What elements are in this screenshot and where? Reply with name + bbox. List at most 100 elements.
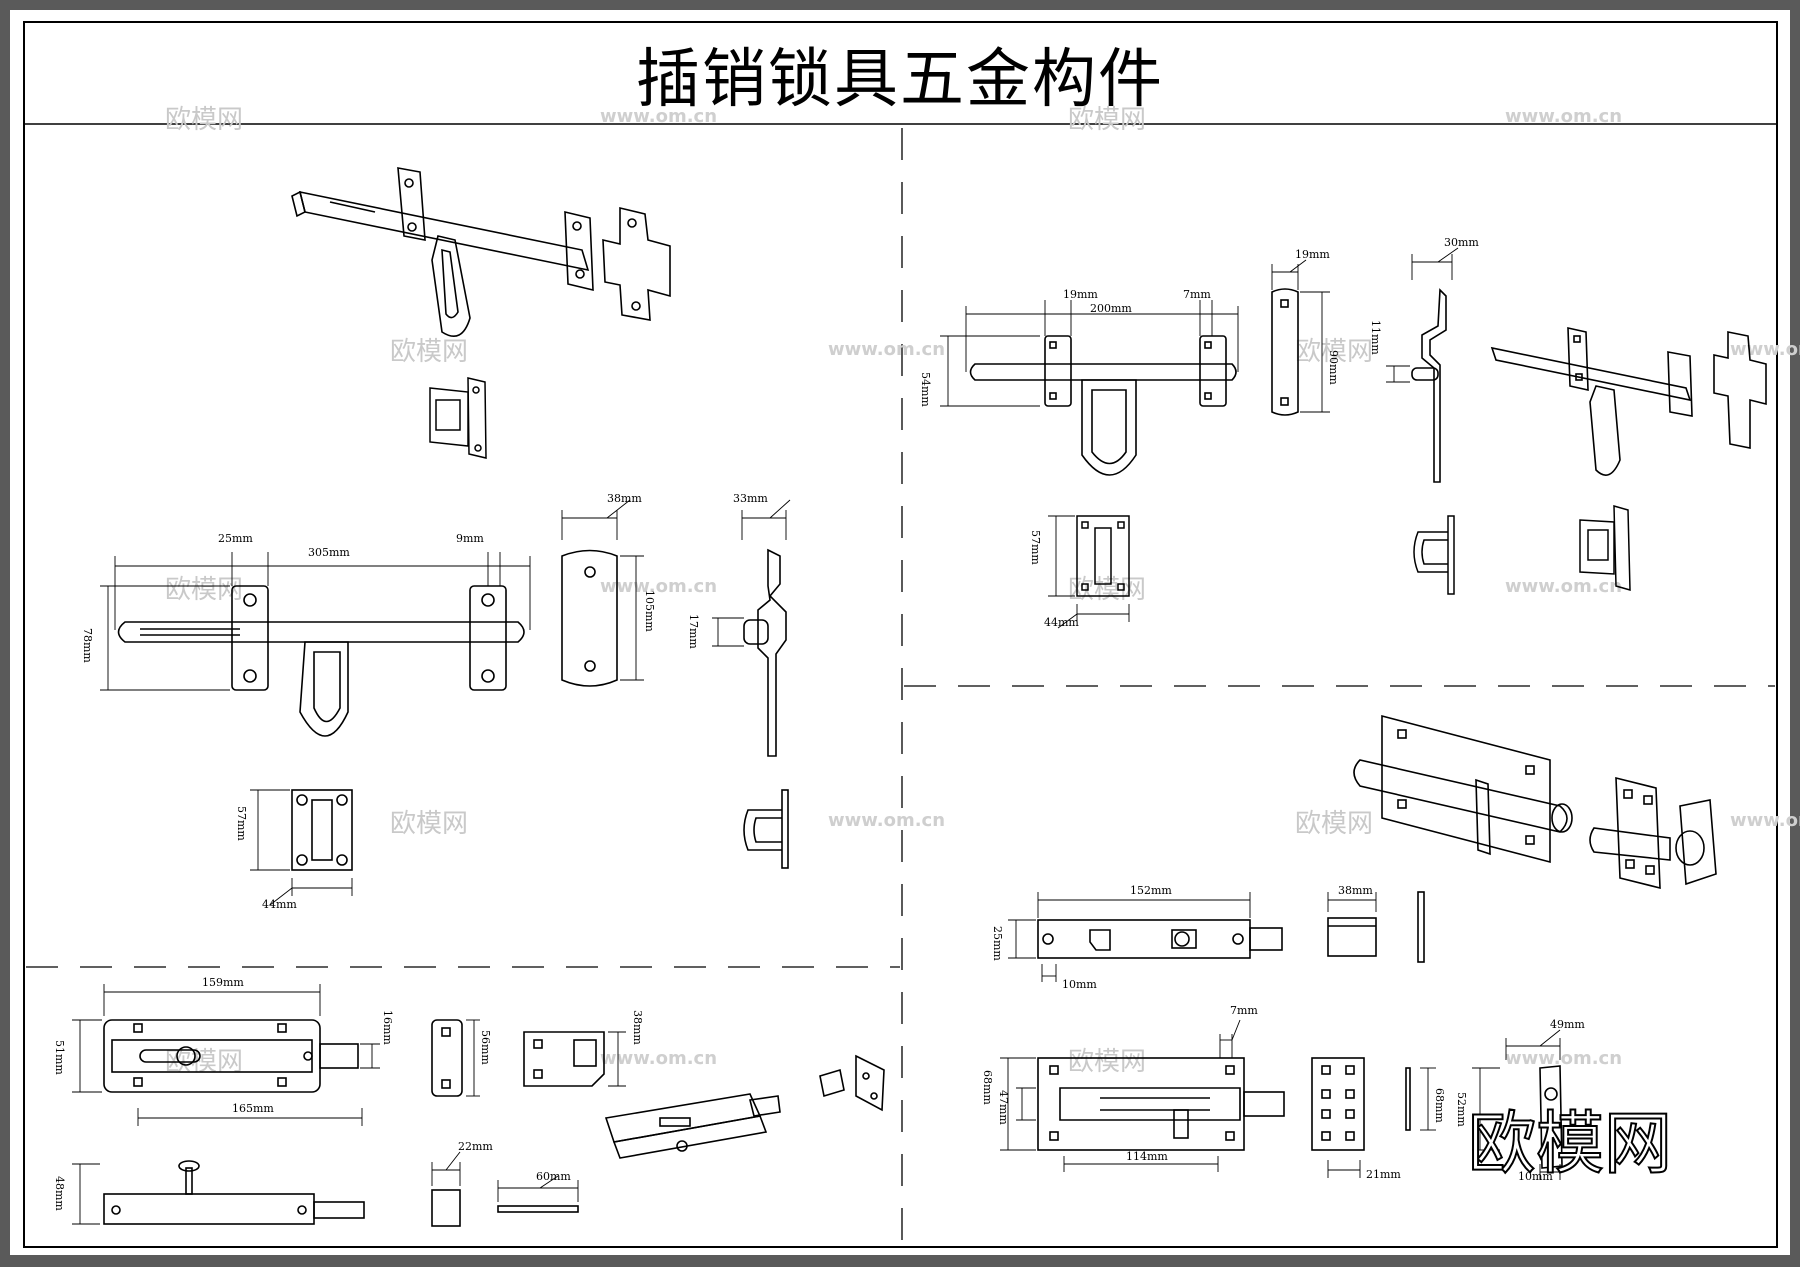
dim-tr-54: 54mm [919,372,932,407]
tl-keeper-dims [250,789,353,906]
tr-front-latch [969,335,1237,476]
svg-text:www.om.cn: www.om.cn [828,810,945,831]
dim-tl-105: 105mm [643,590,656,632]
dim-tl-38: 38mm [607,492,642,505]
dim-tr-30: 30mm [1444,236,1479,249]
tr-plate [1271,288,1299,416]
dim-tl-57: 57mm [235,806,248,841]
svg-text:欧模网: 欧模网 [390,809,468,839]
inner-border [23,21,1778,1248]
bl-small-block [431,1189,579,1227]
dim-tl-33: 33mm [733,492,768,505]
svg-text:欧模网: 欧模网 [1295,809,1373,839]
bl-bolt-front [103,1019,359,1093]
dim-bl-159: 159mm [202,976,244,989]
tl-keeper-side [743,789,789,869]
svg-text:www.om.cn: www.om.cn [828,339,945,360]
section-dividers [26,128,1775,1245]
dim-tr-19b: 19mm [1295,248,1330,261]
svg-text:欧模网: 欧模网 [1068,105,1146,135]
dim-bl-60: 60mm [536,1170,571,1183]
dim-br-7: 7mm [1230,1004,1258,1017]
bl-bolt-side [103,1160,365,1225]
dim-tl-78: 78mm [81,628,94,663]
dim-tr-200: 200mm [1090,302,1132,315]
tr-side-profile [1411,288,1447,483]
bl-iso-bolt [604,1054,885,1159]
dim-tl-44: 44mm [262,898,297,911]
svg-text:www.om.cn: www.om.cn [600,106,717,127]
dim-tr-90: 90mm [1327,350,1340,385]
tr-front-dims [940,300,1239,407]
br-bracket-dims [1472,1029,1561,1180]
br-angle-bracket [1539,1065,1563,1169]
dim-bl-51: 51mm [53,1040,66,1075]
dim-bl-38: 38mm [631,1010,644,1045]
tl-side-dims [712,499,791,647]
tr-plate-dims [1271,259,1330,413]
dim-br-114: 114mm [1126,1150,1168,1163]
dim-br-21: 21mm [1366,1168,1401,1181]
dim-br-152: 152mm [1130,884,1172,897]
br-bolt2-front [1037,1057,1285,1151]
svg-text:欧模网: 欧模网 [1295,337,1373,367]
bl-bolt-dims [72,984,380,1126]
br-block-dims [1327,892,1377,912]
svg-text:www.om.cn: www.om.cn [1505,1048,1622,1069]
dim-tl-9: 9mm [456,532,484,545]
tl-plate-dims [561,499,644,681]
tr-side-dims [1386,247,1459,383]
tl-front-latch [117,585,525,737]
dim-tr-57: 57mm [1029,530,1042,565]
dim-br-10a: 10mm [1062,978,1097,991]
svg-text:www.om.cn: www.om.cn [600,1048,717,1069]
dim-br-38: 38mm [1338,884,1373,897]
br-keeper2-dims [1327,1067,1436,1178]
dim-br-49: 49mm [1550,1018,1585,1031]
tl-plate [561,549,618,687]
br-keeper2 [1311,1057,1411,1151]
br-bolt2-dims [1000,1019,1241,1172]
dim-bl-16: 16mm [381,1010,394,1045]
dim-br-47: 47mm [997,1090,1010,1125]
svg-text:欧模网: 欧模网 [165,105,243,135]
dim-tr-19a: 19mm [1063,288,1098,301]
dim-tr-11: 11mm [1369,320,1382,355]
bl-small-dims [466,1019,480,1097]
bl-block-dims [431,1151,579,1202]
bl-small-plate [431,1019,463,1097]
tl-iso-latch [291,167,671,337]
tr-keeper-side [1413,515,1455,595]
dim-bl-165: 165mm [232,1102,274,1115]
bl-catch-plate [523,1031,605,1087]
tl-side-profile [743,548,787,757]
svg-text:欧模网: 欧模网 [165,575,243,605]
bl-catch-dims [608,1031,626,1087]
br-iso-keeper [1589,776,1717,890]
page-title: 插销锁具五金构件 [636,43,1164,117]
br-bolt-front [1037,919,1283,959]
dim-br-25: 25mm [991,926,1004,961]
tl-front-dims [100,552,531,691]
dim-tl-25: 25mm [218,532,253,545]
br-bolt-dims [1008,892,1251,982]
dim-tl-305: 305mm [308,546,350,559]
dim-br-52: 52mm [1455,1092,1468,1127]
dim-tl-17: 17mm [687,614,700,649]
dim-br-10b: 10mm [1518,1170,1553,1183]
br-iso-bolt [1353,714,1573,864]
dim-br-68a: 68mm [981,1070,994,1105]
svg-text:欧模网: 欧模网 [1068,575,1146,605]
svg-text:欧模网: 欧模网 [1068,1047,1146,1077]
tr-iso-keeper [1579,504,1631,592]
svg-text:www.om.cn: www.om.cn [1730,810,1800,831]
tr-keeper-dims [1048,515,1130,629]
dim-br-68b: 68mm [1433,1088,1446,1123]
dim-bl-48: 48mm [53,1176,66,1211]
tl-iso-keeper [429,377,487,459]
tr-iso-latch [1490,326,1767,476]
tl-keeper-front [291,789,353,871]
dim-tr-44: 44mm [1044,616,1079,629]
